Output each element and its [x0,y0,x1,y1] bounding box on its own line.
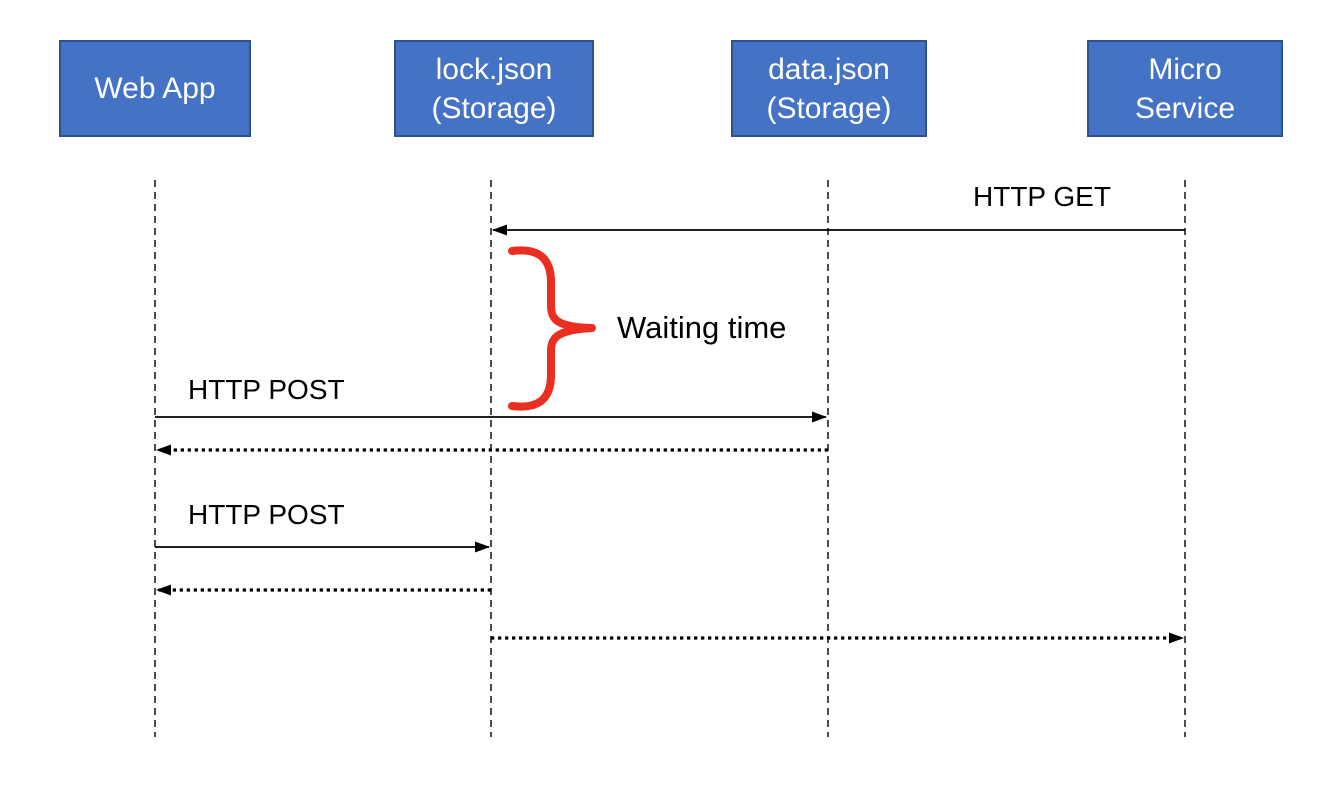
message-label-http-post-data: HTTP POST [188,374,345,405]
actor-label-line: (Storage) [431,91,557,125]
message-label-http-post-lock: HTTP POST [188,499,345,530]
actor-label-line: Micro [1148,52,1222,86]
actor-box-micro-service: Micro Service [1087,40,1283,137]
message-label-http-get: HTTP GET [973,181,1111,212]
waiting-time-brace [508,246,596,411]
actor-label-line: (Storage) [766,91,892,125]
actor-label-line: Service [1134,91,1236,125]
actor-label-line: lock.json [435,52,553,86]
actor-label-line: data.json [768,52,890,86]
actor-box-data-json: data.json (Storage) [731,40,927,137]
actor-box-lock-json: lock.json (Storage) [394,40,594,137]
actor-label: Web App [94,72,216,105]
actor-box-web-app: Web App [59,40,251,137]
waiting-time-label: Waiting time [617,310,787,345]
